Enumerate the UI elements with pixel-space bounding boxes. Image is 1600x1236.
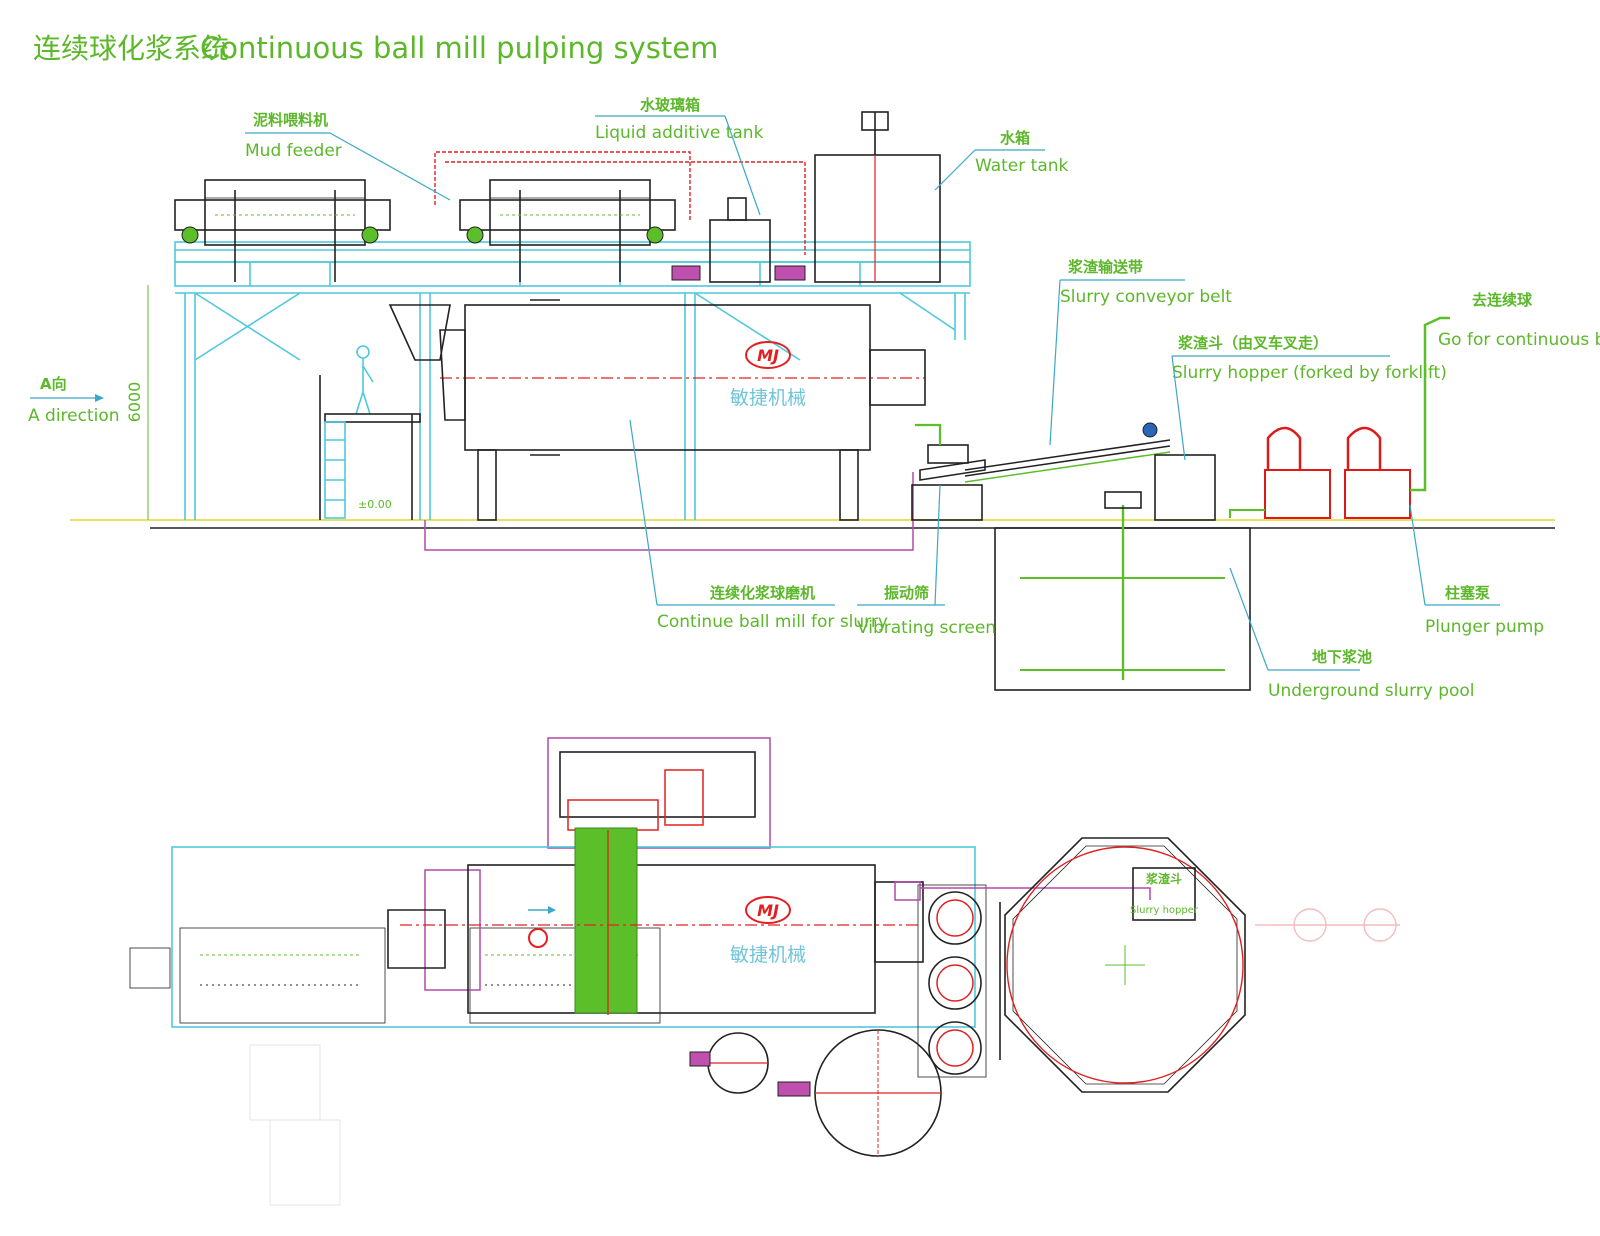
a-direction-en: A direction: [28, 406, 120, 426]
liquid-additive-tank-cn: 水玻璃箱: [640, 96, 700, 114]
liquid-additive-tank-en: Liquid additive tank: [595, 123, 764, 143]
a-direction-indicator: [30, 394, 104, 402]
continue-ball-mill-en: Continue ball mill for slurry: [657, 612, 888, 632]
conveyor-belt-cn: 浆渣输送带: [1068, 258, 1143, 276]
vibrating-screen-cn: 振动筛: [884, 584, 929, 602]
label-water-tank: 水箱 Water tank: [934, 129, 1069, 191]
diagram-title: 连续球化浆系统 Continuous ball mill pulping sys…: [33, 31, 718, 65]
conveyor-belt-en: Slurry conveyor belt: [1060, 287, 1232, 307]
plunger-pump-en: Plunger pump: [1425, 617, 1544, 637]
ball-mill-elevation: [388, 299, 926, 521]
label-slurry-conveyor-belt: 浆渣输送带 Slurry conveyor belt: [1049, 258, 1232, 446]
go-continuous-ball-cn: 去连续球: [1472, 291, 1533, 309]
label-plunger-pump: 柱塞泵 Plunger pump: [1409, 504, 1544, 637]
plan-feeders: [129, 927, 661, 1024]
underground-slurry-pool: [994, 491, 1251, 691]
elevation-view: MJ 敏捷机械: [30, 111, 1555, 691]
plan-slurry-hopper-en: Slurry hopper: [1130, 905, 1199, 916]
height-value: 6000: [125, 382, 144, 423]
title-en: Continuous ball mill pulping system: [200, 31, 718, 65]
label-liquid-additive-tank: 水玻璃箱 Liquid additive tank: [595, 96, 764, 216]
plan-plunger-pumps-faded: [1255, 908, 1400, 942]
plunger-pump-cn: 柱塞泵: [1445, 584, 1490, 602]
logo-mark-plan: MJ: [757, 901, 779, 920]
slurry-hopper-cn: 浆渣斗（由叉车叉走）: [1178, 334, 1328, 352]
company-logo-elevation: MJ 敏捷机械: [730, 341, 806, 409]
vibrating-screen-en: Vibrating screen: [857, 618, 996, 638]
underground-pool-en: Underground slurry pool: [1268, 681, 1475, 701]
label-continue-ball-mill: 连续化浆球磨机 Continue ball mill for slurry: [629, 419, 888, 632]
logo-company-plan: 敏捷机械: [730, 944, 806, 966]
level-value: ±0.00: [358, 498, 392, 511]
label-vibrating-screen: 振动筛 Vibrating screen: [857, 484, 996, 638]
supply-line: [445, 161, 806, 255]
height-dimension: 6000 ±0.00: [125, 285, 392, 520]
a-direction-cn: A向: [40, 375, 67, 393]
vibrating-screen: [911, 423, 986, 521]
mud-feeder-machine-2: [459, 179, 676, 282]
mud-feeder-en: Mud feeder: [245, 141, 342, 161]
slurry-return-pipe: [424, 472, 914, 551]
label-mud-feeder: 泥料喂料机 Mud feeder: [245, 111, 451, 201]
access-stair: [319, 375, 421, 520]
go-continuous-ball-en: Go for continuous ball: [1438, 330, 1600, 350]
slurry-hopper-box: [1154, 454, 1216, 521]
operator-figure: [355, 345, 374, 415]
underground-pool-cn: 地下浆池: [1312, 648, 1372, 666]
continue-ball-mill-cn: 连续化浆球磨机: [710, 584, 815, 602]
plan-water-tank: [777, 1029, 942, 1157]
label-slurry-hopper: 浆渣斗（由叉车叉走） Slurry hopper (forked by fork…: [1171, 334, 1447, 461]
plan-platform: [171, 846, 976, 1028]
mud-feeder-machine-1: [174, 179, 391, 282]
plan-additive-tank: [689, 1032, 769, 1094]
water-tank-en: Water tank: [975, 156, 1069, 176]
plan-octagonal-pool: 浆渣斗 Slurry hopper: [1004, 837, 1246, 1093]
mud-feeder-cn: 泥料喂料机: [253, 111, 328, 129]
slurry-hopper-en: Slurry hopper (forked by forklift): [1172, 363, 1447, 383]
plan-vibrating-screens: [894, 881, 1151, 1078]
liquid-additive-tank: [671, 197, 806, 283]
plan-slurry-hopper-cn: 浆渣斗: [1145, 871, 1182, 886]
label-underground-pool: 地下浆池 Underground slurry pool: [1229, 567, 1475, 701]
plan-view: MJ 敏捷机械 浆渣斗 Slurry hopper: [129, 737, 1400, 1206]
ball-mill-plan: [387, 827, 924, 1015]
label-go-continuous-ball: 去连续球 Go for continuous ball: [1438, 291, 1600, 350]
company-logo-plan: MJ 敏捷机械: [730, 896, 806, 966]
plunger-pumps: [1229, 316, 1450, 519]
plan-faded-equipment: [249, 1044, 341, 1206]
logo-company-top: 敏捷机械: [730, 387, 806, 409]
slurry-conveyor-belt: [964, 422, 1171, 483]
label-a-direction: A向 A direction: [28, 375, 120, 426]
recirculation-line: [434, 151, 691, 220]
title-cn: 连续球化浆系统: [33, 32, 229, 65]
water-tank-cn: 水箱: [1000, 129, 1030, 147]
logo-mark-top: MJ: [757, 346, 779, 365]
water-tank: [814, 111, 941, 283]
steel-platform: [174, 241, 971, 520]
